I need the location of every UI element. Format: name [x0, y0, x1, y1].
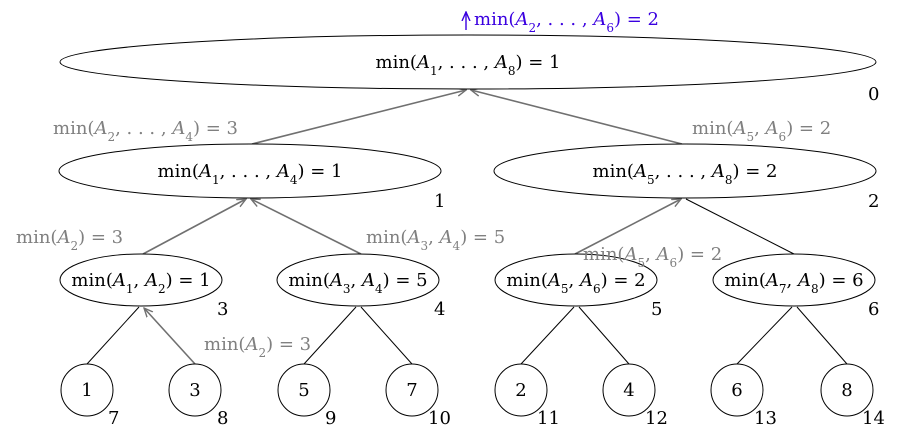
tree-node-3: min(A1, A2) = 13: [59, 253, 228, 320]
node-index: 2: [868, 191, 879, 212]
tree-node-13: 6 13: [710, 363, 777, 429]
edge-5-2: [574, 199, 681, 255]
node-index: 5: [651, 299, 662, 320]
edge-7-3: [86, 306, 140, 365]
tree-node-4: min(A3, A4) = 54: [276, 253, 445, 320]
node-index: 9: [325, 408, 336, 429]
node-ellipse: [712, 253, 876, 307]
tree-node-11: 2 11: [494, 363, 560, 429]
annotation-edge-8-3: min(A2) = 3: [204, 334, 311, 360]
edge-11-5: [520, 306, 575, 365]
node-index: 3: [217, 299, 228, 320]
node-ellipse: [58, 143, 442, 199]
node-index: 14: [862, 408, 885, 429]
annotation-edge-3-1: min(A2) = 3: [16, 227, 123, 253]
leaf-circle: [710, 363, 764, 417]
node-index: 11: [537, 408, 560, 429]
nodes-layer: min(A1, . . . , A8) = 10 min(A1, . . . , …: [58, 34, 885, 429]
node-label: 7: [406, 380, 417, 401]
leaf-circle: [168, 363, 222, 417]
node-ellipse: [493, 143, 877, 199]
node-ellipse: [59, 253, 223, 307]
leaf-circle: [60, 363, 114, 417]
node-index: 6: [868, 299, 879, 320]
annotation-edge-2-0: min(A5, A6) = 2: [692, 118, 831, 144]
edge-12-5: [578, 306, 630, 365]
node-ellipse: [276, 253, 440, 307]
edge-3-1: [142, 199, 246, 255]
tree-node-0: min(A1, . . . , A8) = 10: [59, 34, 879, 105]
node-index: 12: [645, 408, 668, 429]
annotation-edge-1-0: min(A2, . . . , A4) = 3: [53, 118, 238, 144]
leaf-circle: [277, 363, 331, 417]
node-label: 4: [623, 380, 634, 401]
annotation-edge-4-1: min(A3, A4) = 5: [366, 227, 505, 253]
tree-node-10: 7 10: [385, 363, 451, 429]
edge-10-4: [360, 306, 413, 365]
leaf-circle: [494, 363, 548, 417]
node-index: 7: [108, 408, 119, 429]
node-label: 1: [81, 380, 92, 401]
edge-1-0: [251, 90, 466, 145]
leaf-circle: [385, 363, 439, 417]
annotation-root-query: min(A2, . . . , A6) = 2: [474, 9, 659, 35]
edge-8-3: [144, 308, 196, 365]
tree-node-1: min(A1, . . . , A4) = 11: [58, 143, 445, 212]
edge-13-6: [736, 306, 793, 365]
node-index: 13: [754, 408, 777, 429]
node-label: 5: [298, 380, 309, 401]
node-ellipse: [494, 253, 658, 307]
edge-9-4: [303, 306, 357, 365]
tree-node-12: 4 12: [602, 363, 668, 429]
leaf-circle: [602, 363, 656, 417]
node-label: 6: [731, 380, 742, 401]
tree-node-14: 8 14: [820, 363, 885, 429]
node-label: 3: [189, 380, 200, 401]
tree-node-2: min(A5, . . . , A8) = 22: [493, 143, 879, 212]
node-index: 10: [428, 408, 451, 429]
edges-layer: [86, 12, 848, 365]
tree-node-8: 38: [168, 363, 228, 429]
tree-node-7: 17: [60, 363, 119, 429]
edge-4-1: [251, 199, 362, 255]
node-index: 0: [868, 84, 879, 105]
node-index: 8: [217, 408, 228, 429]
edge-14-6: [796, 306, 848, 365]
edge-6-2: [685, 198, 795, 255]
edge-2-0: [471, 90, 683, 145]
node-index: 4: [434, 299, 445, 320]
node-label: 2: [515, 380, 526, 401]
node-ellipse: [59, 34, 877, 90]
tree-node-9: 59: [277, 363, 336, 429]
tree-node-5: min(A5, A6) = 25: [494, 253, 662, 320]
node-label: 8: [841, 380, 852, 401]
tree-node-6: min(A7, A8) = 66: [712, 253, 879, 320]
node-index: 1: [434, 191, 445, 212]
leaf-circle: [820, 363, 874, 417]
